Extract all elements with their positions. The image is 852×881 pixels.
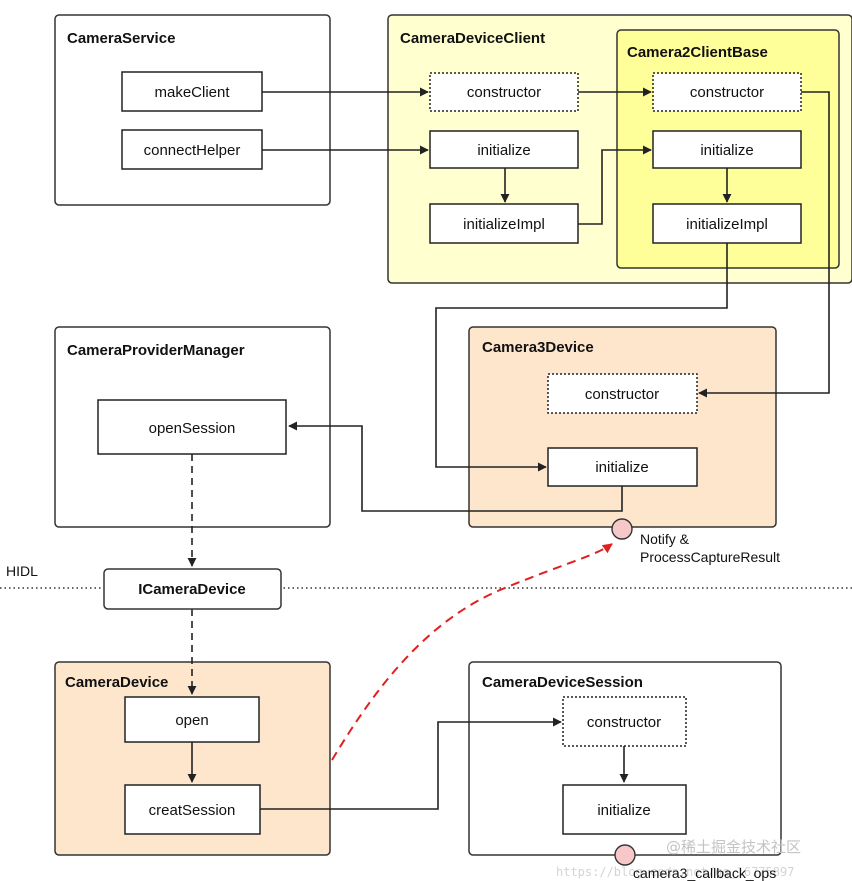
arrow-base-initializeimpl-to-c3d-initialize [435,243,728,472]
node-cdc-initialize-impl[interactable]: initializeImpl [429,203,579,244]
node-cdc-initialize[interactable]: initialize [429,130,579,169]
node-icamera-device[interactable]: ICameraDevice [103,568,282,610]
group-title-camera3-device: Camera3Device [482,339,594,356]
svg-text:constructor: constructor [690,84,764,101]
node-make-client[interactable]: makeClient [121,71,263,112]
node-cdc-constructor[interactable]: constructor [429,72,579,112]
node-c2cb-initialize-impl[interactable]: initializeImpl [652,203,802,244]
svg-text:initialize: initialize [595,459,648,476]
svg-text:constructor: constructor [467,84,541,101]
svg-text:open: open [175,712,208,729]
watermark-brand: @稀土掘金技术社区 [666,838,801,856]
node-c3d-initialize[interactable]: initialize [547,447,698,487]
arrow-initializeimpl-to-base-initialize [578,145,652,225]
node-cds-constructor[interactable]: constructor [562,696,687,747]
group-title-camera-device: CameraDevice [65,674,168,691]
node-cds-initialize[interactable]: initialize [562,784,687,835]
connectors [187,87,830,810]
arrow-c3d-initialize-to-opensession [288,421,623,512]
hidl-label: HIDL [6,563,38,579]
svg-text:makeClient: makeClient [154,84,230,101]
svg-text:connectHelper: connectHelper [144,142,241,159]
svg-text:ICameraDevice: ICameraDevice [138,581,246,598]
group-title-camera-device-session: CameraDeviceSession [482,674,643,691]
arrow-base-constructor-to-c3d-constructor [698,91,830,398]
svg-text:constructor: constructor [587,714,661,731]
group-title-camera-device-client: CameraDeviceClient [400,30,545,47]
node-connect-helper[interactable]: connectHelper [121,129,263,170]
callback-connector-icon [614,844,636,866]
watermark-url: https://blog.csdn.net/qq_16775897 [556,865,794,879]
group-title-camera-service: CameraService [67,30,175,47]
group-title-camera-provider-manager: CameraProviderManager [67,342,245,359]
node-open-session[interactable]: openSession [97,399,287,455]
notify-connector-icon [611,518,633,540]
svg-text:initializeImpl: initializeImpl [463,216,545,233]
svg-text:initialize: initialize [700,142,753,159]
node-creat-session[interactable]: creatSession [124,784,261,835]
svg-text:initialize: initialize [477,142,530,159]
node-c2cb-initialize[interactable]: initialize [652,130,802,169]
arrow-creatsession-to-session-constructor [260,717,562,810]
callback-ops-label: camera3_callback_ops [633,865,776,881]
node-c3d-constructor[interactable]: constructor [547,373,698,414]
svg-text:initializeImpl: initializeImpl [686,216,768,233]
notify-label-line1: Notify & [640,531,690,547]
node-c2cb-constructor[interactable]: constructor [652,72,802,112]
group-title-camera2-client-base: Camera2ClientBase [627,44,768,61]
svg-text:constructor: constructor [585,386,659,403]
group-camera3-device: Camera3Device [468,326,777,528]
svg-text:creatSession: creatSession [149,802,236,819]
notify-label-line2: ProcessCaptureResult [640,549,780,565]
svg-text:initialize: initialize [597,802,650,819]
svg-text:openSession: openSession [149,420,236,437]
node-open[interactable]: open [124,696,260,743]
callback-dashed-arrow [331,543,613,761]
